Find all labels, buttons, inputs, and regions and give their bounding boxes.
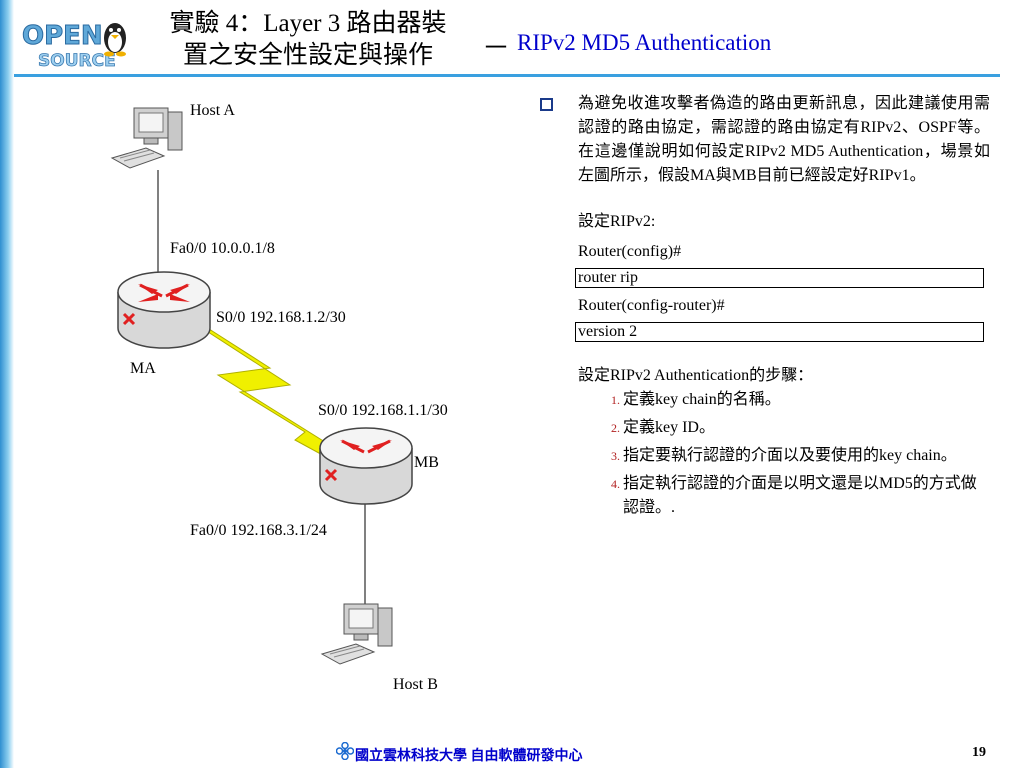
content-panel: 為避免收進攻擊者偽造的路由更新訊息，因此建議使用需認證的路由協定，需認證的路由協… bbox=[540, 92, 990, 524]
ma-serial-interface-label: S0/0 192.168.1.2/30 bbox=[216, 309, 346, 326]
open-source-logo: OPEN SOURCE bbox=[22, 21, 126, 70]
svg-text:OPEN: OPEN bbox=[22, 21, 103, 51]
svg-text:SOURCE: SOURCE bbox=[38, 51, 116, 70]
prompt-config-router: Router(config-router)# bbox=[578, 297, 725, 314]
diagram-canvas bbox=[110, 107, 413, 665]
steps-label: 設定RIPv2 Authentication的步驟： bbox=[578, 367, 814, 384]
footer-organization: 國立雲林科技大學 自由軟體研發中心 bbox=[355, 749, 583, 764]
command-version-2: version 2 bbox=[575, 322, 984, 342]
host-b-label: Host B bbox=[393, 676, 438, 693]
network-diagram: Host A Fa0/0 10.0.0.1/8 S0/0 192.168.1.2… bbox=[90, 80, 510, 700]
page-title: 實驗 4：Layer 3 路由器裝 置之安全性設定與操作 bbox=[148, 8, 468, 72]
flower-logo-icon bbox=[336, 742, 354, 760]
router-mb-label: MB bbox=[414, 454, 439, 471]
left-accent-bar bbox=[0, 0, 14, 768]
setup-label: 設定RIPv2: bbox=[578, 213, 656, 230]
router-mb-icon bbox=[319, 427, 413, 505]
host-a-label: Host A bbox=[190, 102, 235, 119]
title-dash: － bbox=[482, 33, 511, 64]
square-bullet-icon bbox=[540, 98, 553, 111]
host-b-computer-icon bbox=[320, 603, 393, 665]
mb-fa-interface-label: Fa0/0 192.168.3.1/24 bbox=[190, 522, 327, 539]
router-ma-icon bbox=[117, 271, 211, 349]
title-line-2: 置之安全性設定與操作 bbox=[182, 42, 433, 69]
title-divider bbox=[14, 74, 1000, 77]
host-a-computer-icon bbox=[110, 107, 183, 169]
command-router-rip: router rip bbox=[575, 268, 984, 288]
list-item: 指定執行認證的介面是以明文還是以MD5的方式做認證。. bbox=[623, 472, 990, 520]
serial-link-bolt bbox=[194, 319, 340, 459]
page-number: 19 bbox=[972, 745, 986, 760]
list-item: 指定要執行認證的介面以及要使用的key chain。 bbox=[623, 444, 990, 468]
ma-fa-interface-label: Fa0/0 10.0.0.1/8 bbox=[170, 240, 275, 257]
router-ma-label: MA bbox=[130, 360, 156, 377]
title-subtitle: RIPv2 MD5 Authentication bbox=[517, 30, 772, 55]
prompt-config: Router(config)# bbox=[578, 243, 682, 260]
intro-paragraph: 為避免收進攻擊者偽造的路由更新訊息，因此建議使用需認證的路由協定，需認證的路由協… bbox=[578, 95, 990, 184]
mb-serial-interface-label: S0/0 192.168.1.1/30 bbox=[318, 402, 448, 419]
title-line-1: 實驗 4：Layer 3 路由器裝 bbox=[169, 10, 447, 37]
list-item: 定義key chain的名稱。 bbox=[623, 388, 990, 412]
list-item: 定義key ID。 bbox=[623, 416, 990, 440]
steps-list: 定義key chain的名稱。 定義key ID。 指定要執行認證的介面以及要使… bbox=[540, 388, 990, 520]
